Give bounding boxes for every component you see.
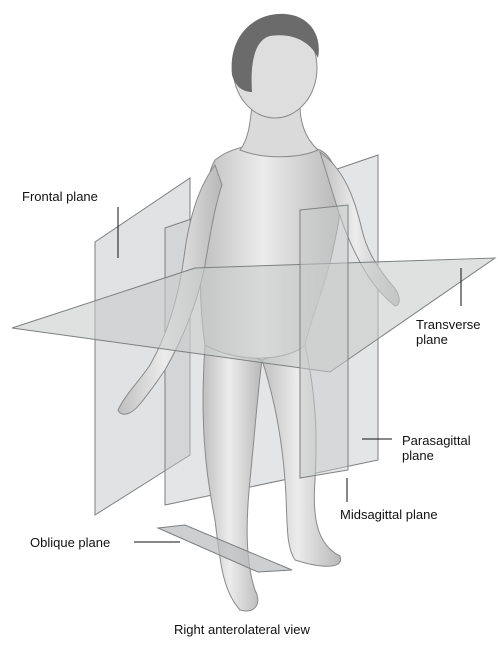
frontal-plane-label: Frontal plane bbox=[22, 189, 98, 204]
transverse-label-line1: Transverse bbox=[416, 317, 481, 332]
parasagittal-label-line1: Parasagittal bbox=[402, 433, 471, 448]
oblique-plane-label: Oblique plane bbox=[30, 535, 110, 550]
transverse-plane bbox=[12, 258, 495, 372]
parasagittal-label-line2: plane bbox=[402, 448, 471, 463]
view-caption: Right anterolateral view bbox=[174, 622, 310, 637]
parasagittal-plane bbox=[300, 205, 348, 478]
transverse-label-line2: plane bbox=[416, 332, 481, 347]
transverse-plane-label: Transverse plane bbox=[416, 317, 481, 347]
midsagittal-plane-label: Midsagittal plane bbox=[340, 507, 438, 522]
parasagittal-plane-label: Parasagittal plane bbox=[402, 433, 471, 463]
